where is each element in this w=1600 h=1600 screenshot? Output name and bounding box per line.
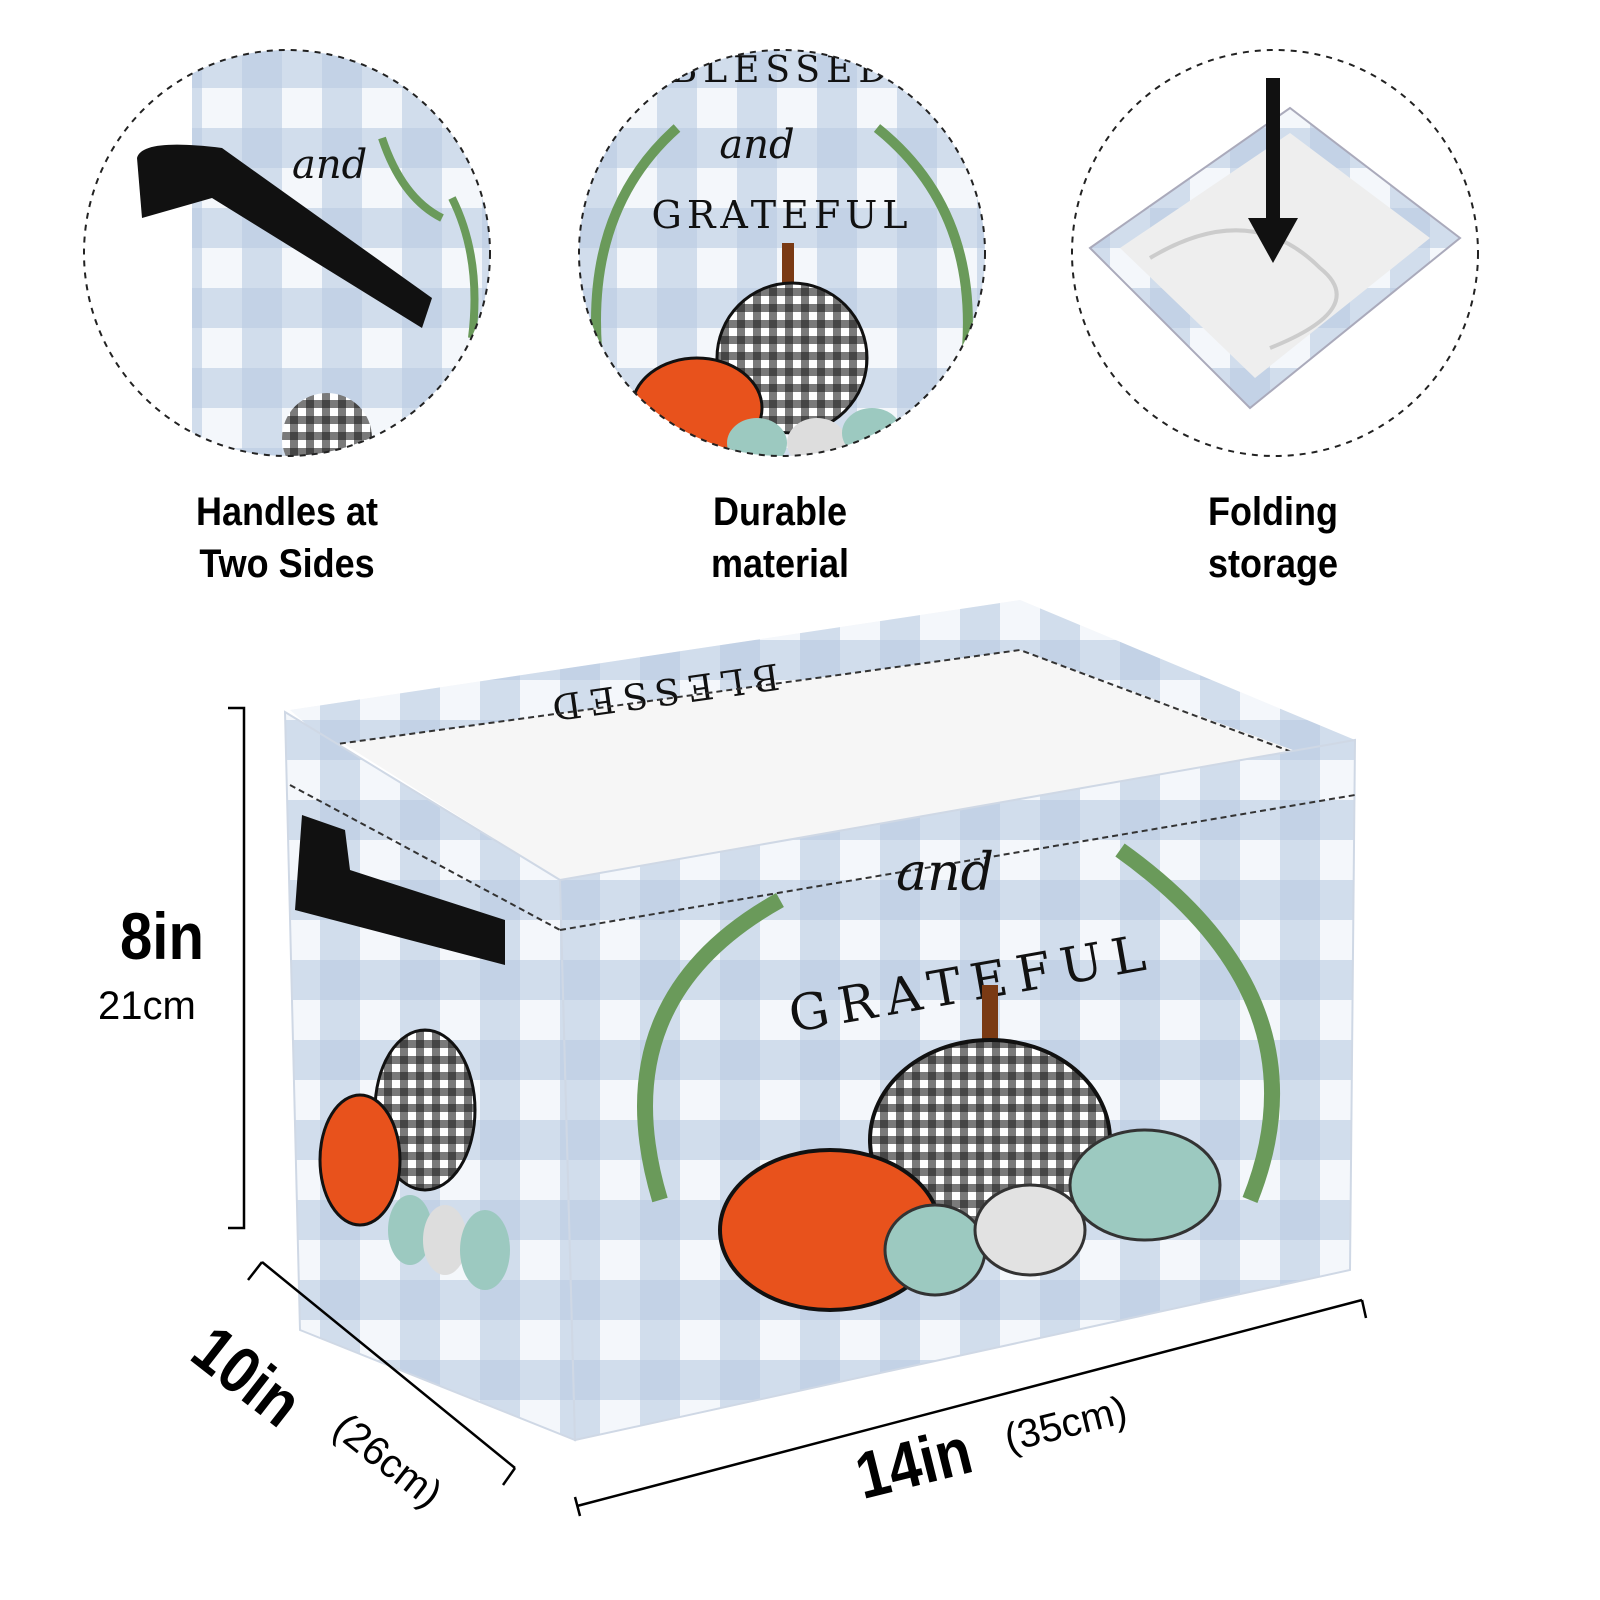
height-cm: 21cm (98, 984, 196, 1028)
feature-line1: Handles at (195, 490, 379, 534)
feature-folding-image (1070, 48, 1480, 458)
handle-closeup-icon: and (83, 49, 491, 457)
dimension-lines (228, 706, 1368, 1517)
height-inches: 8in (120, 899, 204, 973)
artwork-and-front: and (896, 843, 994, 903)
folding-storage-icon (1071, 49, 1479, 457)
artwork-and: and (292, 142, 367, 188)
artwork-and: and (719, 122, 794, 168)
feature-handles-image: and (82, 48, 492, 458)
feature-line2: Two Sides (199, 542, 375, 586)
feature-line2: material (710, 542, 850, 586)
artwork-grateful: GRATEFUL (651, 193, 912, 237)
feature-line1: Folding (1208, 490, 1338, 534)
feature-material-label: Durable material (618, 486, 942, 590)
fabric-closeup-icon: BLESSED and GRATEFUL (578, 49, 986, 457)
feature-line1: Durable (712, 490, 848, 534)
feature-handles-label: Handles at Two Sides (125, 486, 449, 590)
feature-folding-label: Folding storage (1111, 486, 1435, 590)
handle (295, 815, 505, 965)
feature-material-image: BLESSED and GRATEFUL (577, 48, 987, 458)
feature-line2: storage (1207, 542, 1339, 586)
down-arrow-icon (1266, 78, 1280, 228)
